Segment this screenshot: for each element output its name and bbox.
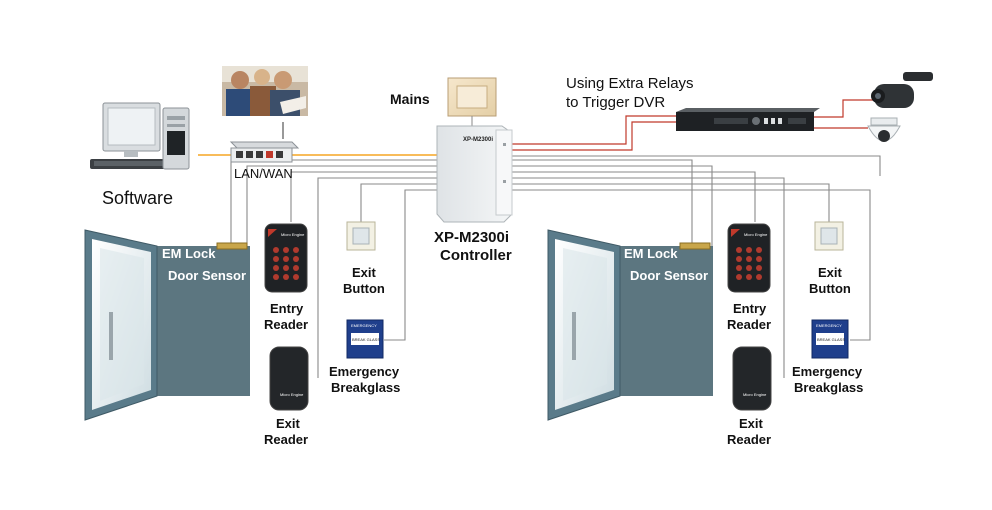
breakglass-label-left-2: Breakglass <box>331 380 400 395</box>
breakglass-sign-left-1: EMERGENCY <box>351 323 377 328</box>
exit-button-icon <box>814 221 844 251</box>
lan-wan-label: LAN/WAN <box>234 166 293 181</box>
entry-reader-label-left-1: Entry <box>270 301 304 316</box>
dvr-recorder-icon <box>676 108 820 131</box>
exit-button-label-left-2: Button <box>343 281 385 296</box>
exit-button-icon <box>346 221 376 251</box>
mains-label: Mains <box>390 91 430 107</box>
breakglass-sign-right-1: EMERGENCY <box>816 323 842 328</box>
breakglass-sign-left-2: BREAK GLASS <box>352 337 380 342</box>
relay-wire-dvr <box>512 115 686 145</box>
em-lock-label-right: EM Lock <box>624 246 678 261</box>
door-right <box>547 229 713 421</box>
keypad-reader-icon: Micro Engine <box>264 223 308 293</box>
controller-box: XP-M2300i <box>436 125 513 223</box>
software-label: Software <box>102 188 173 208</box>
reader-brand-right-exit: Micro Engine <box>743 392 767 397</box>
breakglass-label-right-1: Emergency <box>792 364 863 379</box>
door-left <box>84 229 250 421</box>
entry-reader-label-right-1: Entry <box>733 301 767 316</box>
power-supply-icon <box>447 77 497 127</box>
door-sensor-label-left: Door Sensor <box>168 268 246 283</box>
breakglass-icon: EMERGENCY BREAK GLASS <box>811 319 849 359</box>
card-reader-icon: Micro Engine <box>732 346 772 411</box>
bullet-camera-icon <box>871 72 933 108</box>
breakglass-label-right-2: Breakglass <box>794 380 863 395</box>
people-photo <box>222 66 308 116</box>
dome-camera-icon <box>867 117 901 142</box>
camera-wire-bullet <box>814 99 882 118</box>
door-sensor-label-right: Door Sensor <box>630 268 708 283</box>
exit-button-label-right-2: Button <box>809 281 851 296</box>
card-reader-icon: Micro Engine <box>269 346 309 411</box>
controller-label-line2: Controller <box>440 247 512 264</box>
em-lock-label-left: EM Lock <box>162 246 216 261</box>
network-switch-icon <box>229 122 300 163</box>
entry-reader-label-left-2: Reader <box>264 317 308 332</box>
relay-label-line1: Using Extra Relays <box>566 75 694 92</box>
breakglass-label-left-1: Emergency <box>329 364 400 379</box>
relay-wire-dvr-2 <box>512 121 686 151</box>
reader-brand-right-entry: Micro Engine <box>744 232 768 237</box>
entry-reader-label-right-2: Reader <box>727 317 771 332</box>
relay-label-line2: to Trigger DVR <box>566 94 665 111</box>
em-lock-icon <box>679 242 711 250</box>
controller-label-line1: XP-M2300i <box>434 229 509 246</box>
breakglass-icon: EMERGENCY BREAK GLASS <box>346 319 384 359</box>
computer-icon <box>90 102 190 170</box>
exit-reader-label-left-1: Exit <box>276 416 301 431</box>
exit-reader-label-right-1: Exit <box>739 416 764 431</box>
em-lock-icon <box>216 242 248 250</box>
exit-button-label-right-1: Exit <box>818 265 843 280</box>
exit-button-label-left-1: Exit <box>352 265 377 280</box>
reader-brand-left-entry: Micro Engine <box>281 232 305 237</box>
controller-badge: XP-M2300i <box>463 137 493 143</box>
reader-brand-left-exit: Micro Engine <box>280 392 304 397</box>
breakglass-sign-right-2: BREAK GLASS <box>817 337 845 342</box>
exit-reader-label-right-2: Reader <box>727 432 771 447</box>
keypad-reader-icon: Micro Engine <box>727 223 771 293</box>
exit-reader-label-left-2: Reader <box>264 432 308 447</box>
